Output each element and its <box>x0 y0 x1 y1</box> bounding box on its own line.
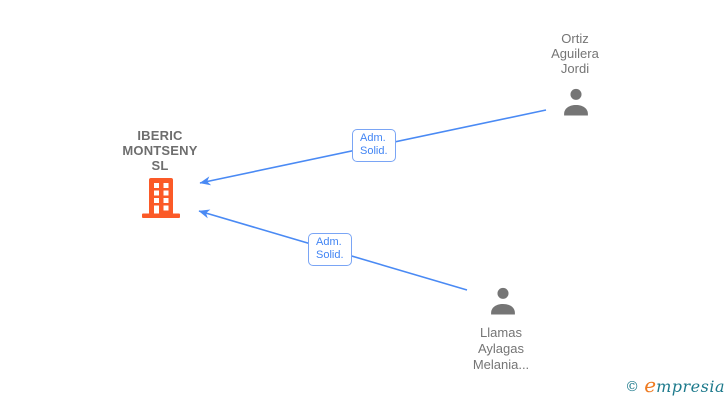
edge-label-top: Adm. Solid. <box>352 129 396 162</box>
building-icon <box>138 177 184 219</box>
person-name: Ortiz Aguilera Jordi <box>525 31 625 76</box>
person-name-line: Aylagas <box>477 341 524 356</box>
copyright-icon: © <box>625 379 640 395</box>
company-name-line: IBERIC <box>137 128 183 143</box>
edge-label-line: Solid. <box>316 249 344 261</box>
person-name-line: Ortiz <box>561 31 589 46</box>
edge-label-line: Solid. <box>360 145 388 157</box>
company-name-line: MONTSENY <box>122 143 198 158</box>
person-icon <box>559 85 593 119</box>
edge-label-line: Adm. <box>316 236 342 248</box>
edge-label-line: Adm. <box>360 132 386 144</box>
person-name: Llamas Aylagas Melania... <box>451 325 551 373</box>
edge-label-bottom: Adm. Solid. <box>308 233 352 266</box>
person-name-line: Llamas <box>480 325 522 340</box>
brand-logo: empresia <box>644 373 725 397</box>
brand-rest: mpresia <box>656 377 725 396</box>
person-name-line: Aguilera <box>551 46 599 61</box>
company-name: IBERIC MONTSENY SL <box>95 128 225 173</box>
person-icon <box>486 284 520 318</box>
person-name-line: Melania... <box>472 357 530 372</box>
company-name-line: SL <box>151 158 169 173</box>
empresia-watermark: © empresia <box>625 373 725 397</box>
person-name-line: Jordi <box>560 61 590 76</box>
brand-initial: e <box>644 373 657 397</box>
